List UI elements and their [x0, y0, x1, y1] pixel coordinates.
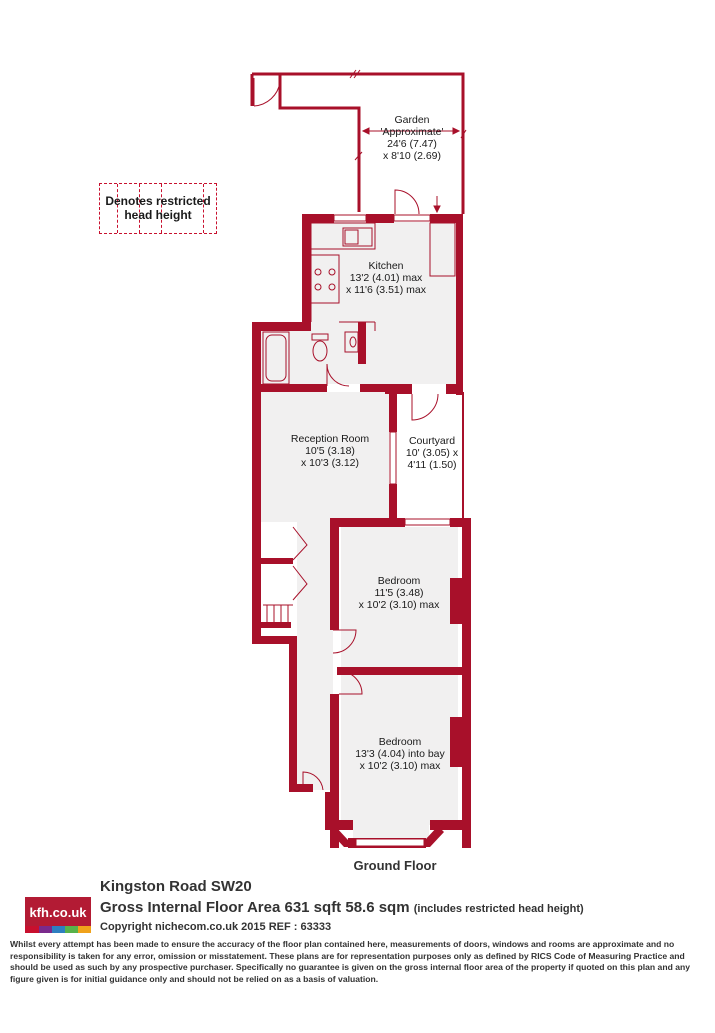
- disclaimer: Whilst every attempt has been made to en…: [10, 939, 691, 984]
- bedroom-2-label: Bedroom 13'3 (4.04) into bay x 10'2 (3.1…: [355, 736, 445, 772]
- garden-label: Garden 'Approximate' 24'6 (7.47) x 8'10 …: [380, 114, 444, 162]
- copyright: Copyright nichecom.co.uk 2015 REF : 6333…: [100, 921, 332, 933]
- courtyard-label: Courtyard 10' (3.05) x 4'11 (1.50): [405, 435, 459, 471]
- restricted-head-height-legend: [99, 183, 217, 234]
- bedroom-1-label: Bedroom 11'5 (3.48) x 10'2 (3.10) max: [358, 575, 440, 611]
- fittings: [262, 222, 456, 622]
- garden-outline: [250, 72, 465, 214]
- reception-room-label: Reception Room 10'5 (3.18) x 10'3 (3.12): [290, 433, 370, 469]
- floor-area: Gross Internal Floor Area 631 sqft 58.6 …: [100, 899, 584, 916]
- floor-area-main: Gross Internal Floor Area 631 sqft 58.6 …: [100, 899, 410, 916]
- property-address: Kingston Road SW20: [100, 878, 252, 895]
- windows: [333, 214, 451, 847]
- garden-gate: [253, 78, 281, 107]
- walls: [252, 214, 471, 848]
- legend-text: Denotes restricted head height: [105, 194, 211, 222]
- garden-dimension-lines: [349, 69, 467, 214]
- floor-area-note: (includes restricted head height): [413, 903, 584, 915]
- kitchen-label: Kitchen 13'2 (4.01) max x 11'6 (3.51) ma…: [345, 260, 426, 296]
- floor-name: Ground Floor: [353, 858, 437, 873]
- doors: [292, 189, 439, 791]
